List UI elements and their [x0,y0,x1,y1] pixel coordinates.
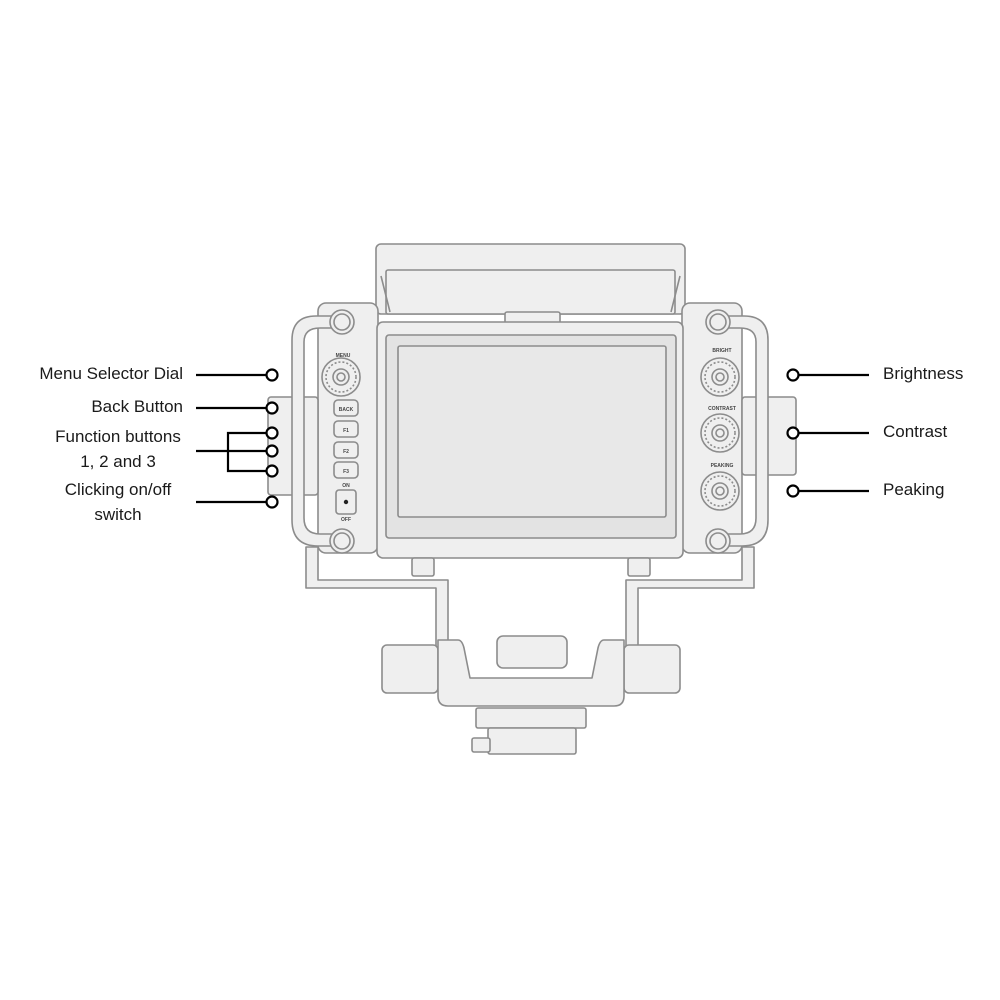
panel-back-text: BACK [339,407,354,413]
menu-selector-dial [321,357,361,397]
handles [291,309,769,554]
callout-brightness: Brightness [883,364,964,383]
bracket [305,546,755,649]
callout-switch-line2: switch [94,505,142,524]
panel-menu-text: MENU [336,353,351,359]
callout-menu-selector-dial: Menu Selector Dial [39,364,183,383]
panel-bright-text: BRIGHT [712,348,731,354]
panel-f2-text: F2 [343,449,349,455]
panel-off-text: OFF [341,517,351,523]
marker-f2 [265,444,279,458]
callout-function-buttons-line2: 1, 2 and 3 [80,452,156,471]
marker-f3 [265,464,279,478]
callout-switch-line1: Clicking on/off [64,480,172,499]
panel-peaking-text: PEAKING [711,463,734,469]
marker-brightness [786,368,800,382]
monitor-body [376,321,684,577]
marker-menu-dial [265,368,279,382]
marker-contrast [786,426,800,440]
marker-peaking [786,484,800,498]
panel-f3-text: F3 [343,469,349,475]
callout-markers [265,368,800,509]
callout-contrast: Contrast [883,422,948,441]
callout-back-button: Back Button [91,397,183,416]
mount-yoke [381,635,681,755]
panel-contrast-text: CONTRAST [708,406,736,412]
callout-function-buttons-line1: Function buttons [55,427,181,446]
callout-peaking: Peaking [883,480,945,499]
sun-hood [375,243,686,325]
marker-f1 [265,426,279,440]
marker-switch [265,495,279,509]
panel-on-text: ON [342,483,350,489]
marker-back-button [265,401,279,415]
left-control-panel [267,302,379,554]
leader-lines [196,373,869,504]
switch-knob-icon [343,499,349,505]
right-dials [700,357,740,511]
panel-f1-text: F1 [343,428,349,434]
